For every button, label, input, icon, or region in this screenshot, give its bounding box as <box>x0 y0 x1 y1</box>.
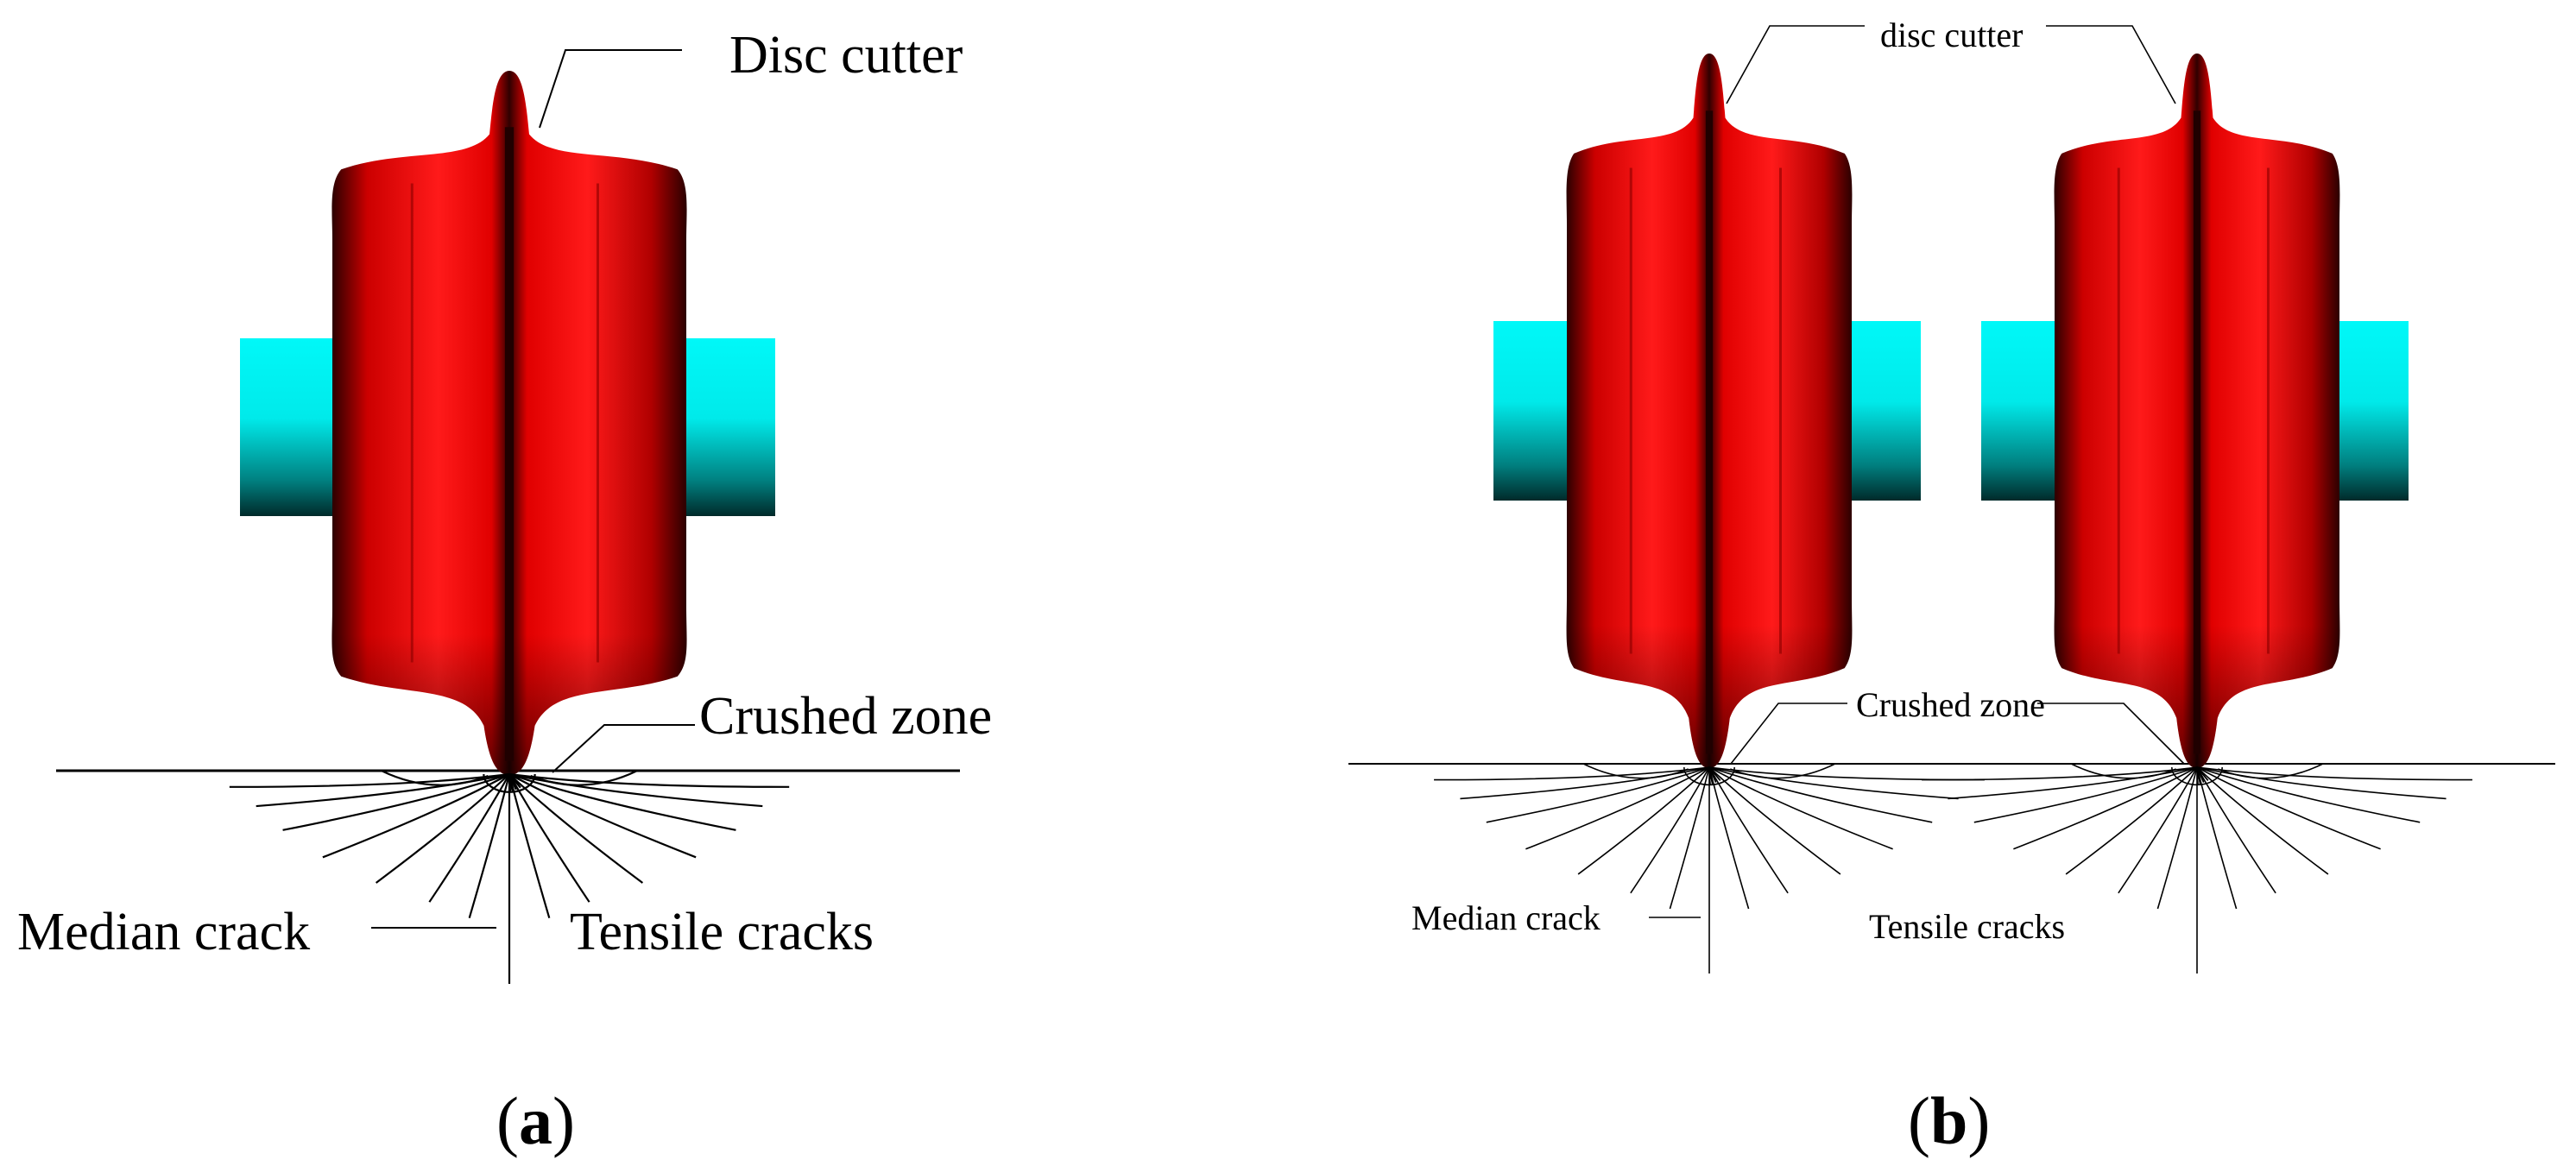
panel-b-left-tensile-crack-0 <box>1434 766 1710 781</box>
panel-a-tensile-crack-7 <box>508 772 790 788</box>
panel-a-disc-cutter-leader <box>539 49 682 129</box>
panel-b-right-tensile-crack-13 <box>2196 766 2238 910</box>
panel-a-cracks <box>229 770 790 984</box>
panel-b-left-tensile-crack-8 <box>1708 766 1959 800</box>
panel-a-tensile-crack-4 <box>375 773 510 884</box>
panel-a-caption: (a) <box>496 1083 575 1158</box>
panel-b-right-tensile-crack-2 <box>1973 766 2198 823</box>
panel-b-left-surface-arc-left <box>1582 763 1689 779</box>
panel-b-right-tensile-crack-1 <box>1948 766 2198 800</box>
panel-a-surface-arc-right <box>530 770 638 786</box>
panel-b-left-surface-arc-right <box>1730 763 1836 779</box>
panel-b-disc-cutter-leader-left <box>1726 25 1865 104</box>
panel-b-left-tensile-crack-1 <box>1460 766 1710 800</box>
panel-b-left-tensile-crack-11 <box>1708 766 1841 875</box>
panel-a-median-crack-label: Median crack <box>17 903 310 961</box>
panel-b-median-crack-label: Median crack <box>1411 898 1601 937</box>
panel-a-tensile-crack-1 <box>256 772 510 808</box>
panel-a-tensile-crack-11 <box>508 773 644 884</box>
panel-b-right-tensile-crack-7 <box>2196 766 2472 781</box>
panel-b-disc-cutter-leader-right <box>2046 25 2176 104</box>
panel-b-right-tensile-crack-0 <box>1922 766 2198 781</box>
panel-b-caption: (b) <box>1908 1083 1990 1158</box>
panel-a-tensile-crack-13 <box>508 773 551 919</box>
panel-b-left-cracks <box>1434 763 1985 974</box>
panel-b-left-tensile-crack-6 <box>1669 766 1710 910</box>
panel-b-left-tensile-crack-12 <box>1708 766 1789 894</box>
panel-b-left-tensile-crack-10 <box>1708 766 1893 850</box>
panel-b-tensile-cracks-label: Tensile cracks <box>1869 907 2065 946</box>
panel-b-crushed-zone-leader-right <box>2037 703 2185 765</box>
panel-b-right-tensile-crack-8 <box>2196 766 2447 800</box>
panel-a-caption-letter: a <box>519 1083 552 1158</box>
panel-a-shaft-right <box>668 338 775 516</box>
panel-a-tensile-cracks-label: Tensile cracks <box>570 903 874 961</box>
panel-a-tensile-crack-3 <box>322 773 510 859</box>
panel-b-right-cracks <box>1922 763 2472 974</box>
panel-b-right-tensile-crack-6 <box>2156 766 2198 910</box>
panel-b-left-tensile-crack-9 <box>1708 766 1933 823</box>
panel-a-tensile-crack-0 <box>229 772 510 788</box>
panel-a <box>56 49 960 984</box>
panel-a-crushed-zone-label: Crushed zone <box>699 687 992 746</box>
panel-a-tensile-crack-10 <box>508 773 697 859</box>
panel-a-tensile-crack-12 <box>508 773 590 903</box>
panel-a-tensile-crack-2 <box>282 772 510 831</box>
panel-a-caption-close: ) <box>552 1083 575 1158</box>
panel-b-caption-close: ) <box>1967 1083 1990 1158</box>
panel-a-caption-open: ( <box>496 1083 519 1158</box>
panel-b-left-tensile-crack-5 <box>1630 766 1710 894</box>
panel-a-tensile-crack-6 <box>468 773 511 919</box>
panel-a-tensile-crack-9 <box>508 772 736 831</box>
panel-b-right-tensile-crack-4 <box>2065 766 2198 875</box>
panel-b-caption-open: ( <box>1908 1083 1930 1158</box>
panel-b-right-surface-arc-right <box>2218 763 2324 779</box>
panel-b-right-tensile-crack-12 <box>2196 766 2276 894</box>
panel-a-crushed-zone-leader <box>552 724 695 773</box>
panel-b-right-tensile-crack-9 <box>2196 766 2421 823</box>
panel-b-crushed-zone-leader-left <box>1730 703 1847 765</box>
panel-b-left-tensile-crack-2 <box>1486 766 1710 823</box>
panel-b <box>1348 25 2555 974</box>
panel-b-right-tensile-crack-10 <box>2196 766 2381 850</box>
panel-a-tensile-crack-5 <box>428 773 510 903</box>
panel-b-left-tensile-crack-3 <box>1525 766 1710 850</box>
panel-a-surface-arc-left <box>381 770 489 786</box>
panel-b-right-surface-arc-left <box>2070 763 2176 779</box>
panel-b-caption-letter: b <box>1930 1083 1967 1158</box>
panel-b-left-shaft-left <box>1493 321 1582 501</box>
panel-b-right-tensile-crack-5 <box>2118 766 2198 894</box>
panel-b-right-tensile-crack-3 <box>2013 766 2198 850</box>
panel-b-crushed-zone-label: Crushed zone <box>1856 685 2045 724</box>
panel-b-left-tensile-crack-7 <box>1708 766 1985 781</box>
panel-a-tensile-crack-8 <box>508 772 763 808</box>
panel-b-left-tensile-crack-13 <box>1708 766 1750 910</box>
panel-b-left-tensile-crack-4 <box>1577 766 1710 875</box>
panel-a-shaft-left <box>240 338 350 516</box>
panel-a-disc-cutter-label: Disc cutter <box>729 26 963 85</box>
panel-b-disc-cutter-label: disc cutter <box>1880 16 2024 54</box>
panel-b-right-shaft-left <box>1981 321 2069 501</box>
panel-b-right-tensile-crack-11 <box>2196 766 2329 875</box>
